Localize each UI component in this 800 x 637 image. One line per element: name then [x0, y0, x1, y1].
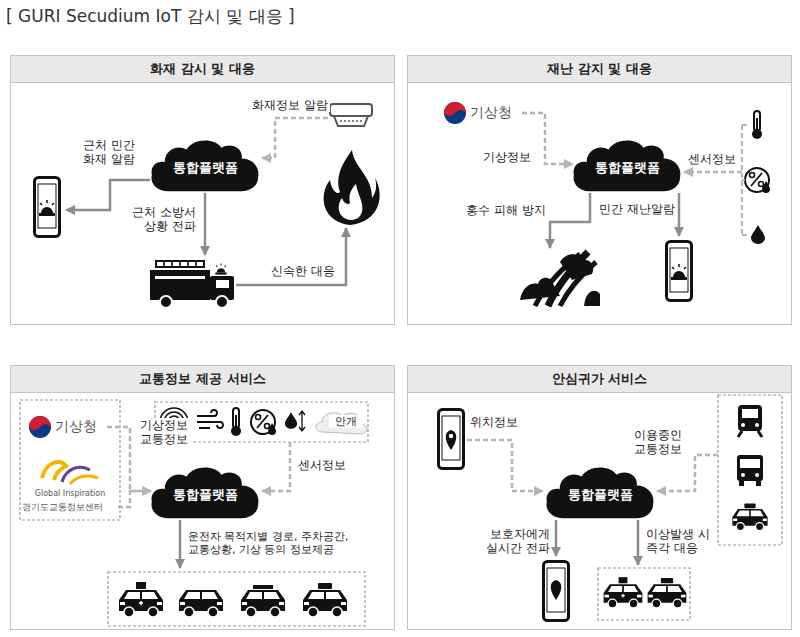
panel-header: 안심귀가 서비스: [408, 366, 791, 393]
annotation-label: 보호자에게 실시간 전파: [476, 527, 550, 556]
platform-cloud: 통합플랫폼: [545, 462, 655, 520]
annotation-label: 신속한 대응: [268, 264, 338, 278]
data-flow-arrow: [118, 491, 151, 507]
platform-cloud: 통합플랫폼: [150, 462, 260, 520]
annotation-label: 홍수 피해 방지: [466, 203, 546, 217]
annotation-label: 센서정보: [686, 152, 738, 166]
panel-header: 교통정보 제공 서비스: [11, 366, 394, 393]
annotation-label: 위치정보: [470, 415, 522, 429]
service-panel: 재난 감지 및 대응기상청통합플랫폼: [407, 55, 792, 325]
panel-title: 안심귀가 서비스: [552, 370, 648, 388]
panel-title: 교통정보 제공 서비스: [139, 370, 265, 388]
annotation-label: 안개: [329, 415, 363, 428]
logo-text: 기상청: [470, 104, 512, 122]
panel-header: 재난 감지 및 대응: [408, 56, 791, 83]
annotation-label: 근처 민간 화재 알람: [78, 138, 140, 167]
annotation-label: 화재정보 알람: [250, 98, 330, 112]
annotation-label: Global Inspiration: [22, 489, 118, 499]
service-panel: 안심귀가 서비스통합플랫폼: [407, 365, 792, 630]
cloud-label: 통합플랫폼: [568, 478, 633, 504]
panel-title: 재난 감지 및 대응: [547, 60, 652, 78]
platform-cloud: 통합플랫폼: [572, 135, 682, 193]
agency-logo: 기상청: [470, 102, 522, 124]
cloud-label: 통합플랫폼: [595, 151, 660, 177]
figure-title: [ GURI Secudium IoT 감시 및 대응 ]: [6, 5, 295, 28]
annotation-label: 근처 소방서 상황 전파: [122, 205, 196, 234]
annotation-label: 이용중인 교통정보: [628, 428, 688, 457]
cloud-label: 통합플랫폼: [173, 151, 238, 177]
annotation-label: 민간 재난알람: [595, 202, 675, 216]
panel-header: 화재 감시 및 대응: [11, 56, 394, 83]
annotation-label: 센서정보: [296, 458, 348, 472]
service-panel: 화재 감시 및 대응통합플랫폼: [10, 55, 395, 325]
logo-text: 기상청: [55, 418, 97, 436]
logo-text: 경기도교통정보센터: [22, 501, 103, 514]
cloud-label: 통합플랫폼: [173, 478, 238, 504]
agency-logo: 기상청: [55, 416, 107, 438]
annotation-label: 이상발생 시 즉각 대응: [646, 527, 714, 556]
panel-title: 화재 감시 및 대응: [150, 60, 255, 78]
edge-label: 기상정보: [482, 150, 532, 164]
platform-cloud: 통합플랫폼: [150, 135, 260, 193]
annotation-label: 운전자 목적지별 경로, 주차공간, 교통상황, 기상 등의 정보제공: [188, 530, 388, 556]
agency-logo: 경기도교통정보센터: [22, 500, 118, 514]
edge-label: 기상정보 교통정보: [136, 418, 192, 447]
